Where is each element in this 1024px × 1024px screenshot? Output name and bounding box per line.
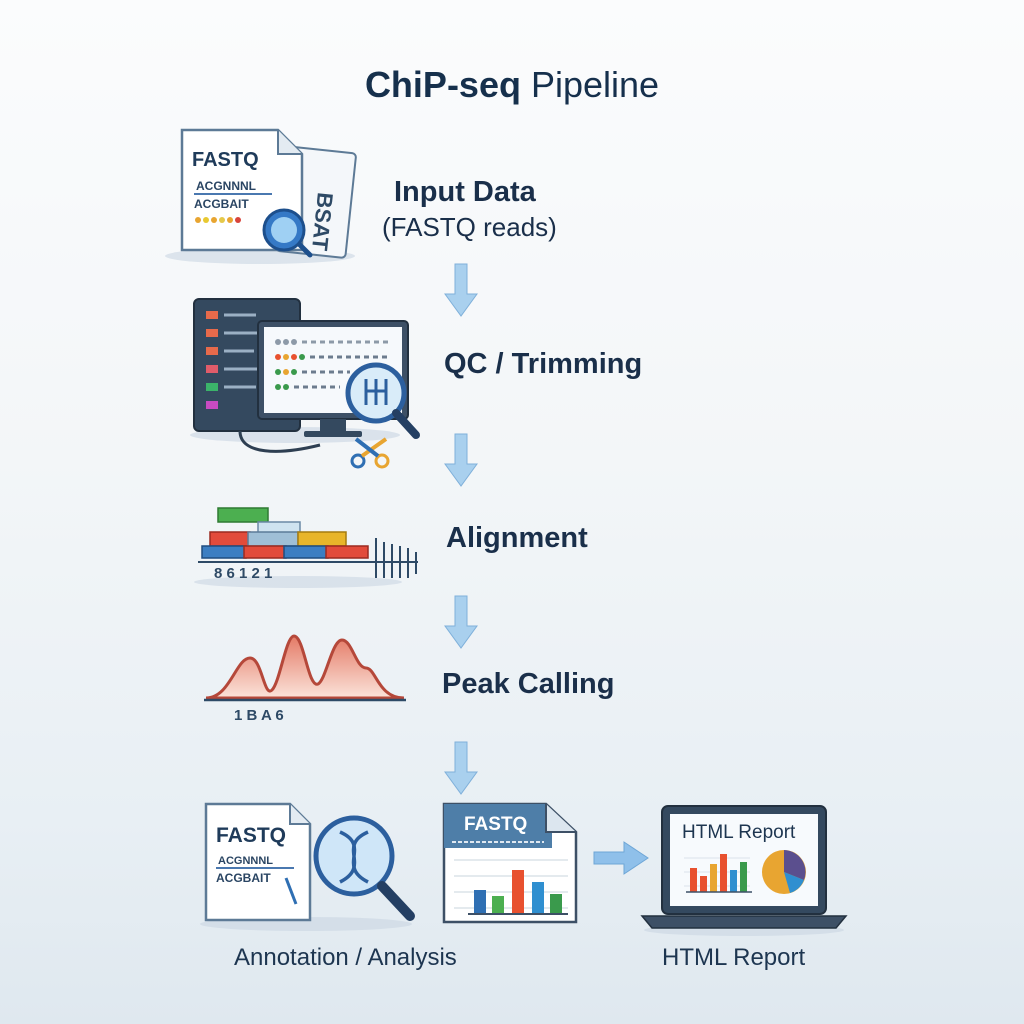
- svg-text:ACGBAIT: ACGBAIT: [216, 871, 271, 885]
- alignment-bars-icon: 8 6 1 2 1: [188, 500, 428, 590]
- alignment-axis-text: 8 6 1 2 1: [214, 565, 272, 582]
- flow-arrow-right-icon: [592, 840, 650, 876]
- fastq-files-icon: BSAT FASTQ ACGNNNL ACGBAIT: [160, 122, 360, 267]
- step-peak-label: Peak Calling: [442, 668, 615, 700]
- report-label: HTML Report: [662, 944, 806, 971]
- step-input-sublabel: (FASTQ reads): [382, 212, 557, 242]
- qc-computer-icon: [180, 295, 430, 480]
- annotation-label: Annotation / Analysis: [234, 944, 457, 971]
- step-alignment-label: Alignment: [446, 522, 588, 554]
- flow-arrow-down-icon: [443, 594, 479, 650]
- svg-text:ACGNNNL: ACGNNNL: [218, 855, 273, 867]
- page-title: ChiP-seq Pipeline: [0, 64, 1024, 106]
- html-report-laptop-icon: HTML Report: [640, 802, 850, 938]
- annotation-bar-chart-icon: FASTQ: [440, 800, 580, 926]
- peak-axis-text: 1 B A 6: [234, 707, 284, 724]
- svg-text:FASTQ: FASTQ: [216, 824, 286, 847]
- flow-arrow-down-icon: [443, 262, 479, 318]
- step-qc-label: QC / Trimming: [444, 348, 643, 380]
- flow-arrow-down-icon: [443, 432, 479, 488]
- step-input-label: Input Data: [394, 176, 536, 208]
- svg-text:FASTQ: FASTQ: [464, 814, 527, 835]
- title-rest: Pipeline: [520, 64, 660, 105]
- side-doc-text: BSAT: [307, 191, 338, 252]
- flow-arrow-down-icon: [443, 740, 479, 796]
- title-bold: ChiP-seq: [364, 64, 521, 105]
- annotation-fastq-icon: FASTQ ACGNNNL ACGBAIT: [196, 794, 436, 934]
- screen-title-text: HTML Report: [682, 822, 796, 843]
- fastq-text: FASTQ: [192, 149, 259, 171]
- peaks-chart-icon: 1 B A 6: [200, 628, 410, 728]
- seq2-text: ACGBAIT: [194, 197, 249, 211]
- seq1-text: ACGNNNL: [196, 179, 256, 193]
